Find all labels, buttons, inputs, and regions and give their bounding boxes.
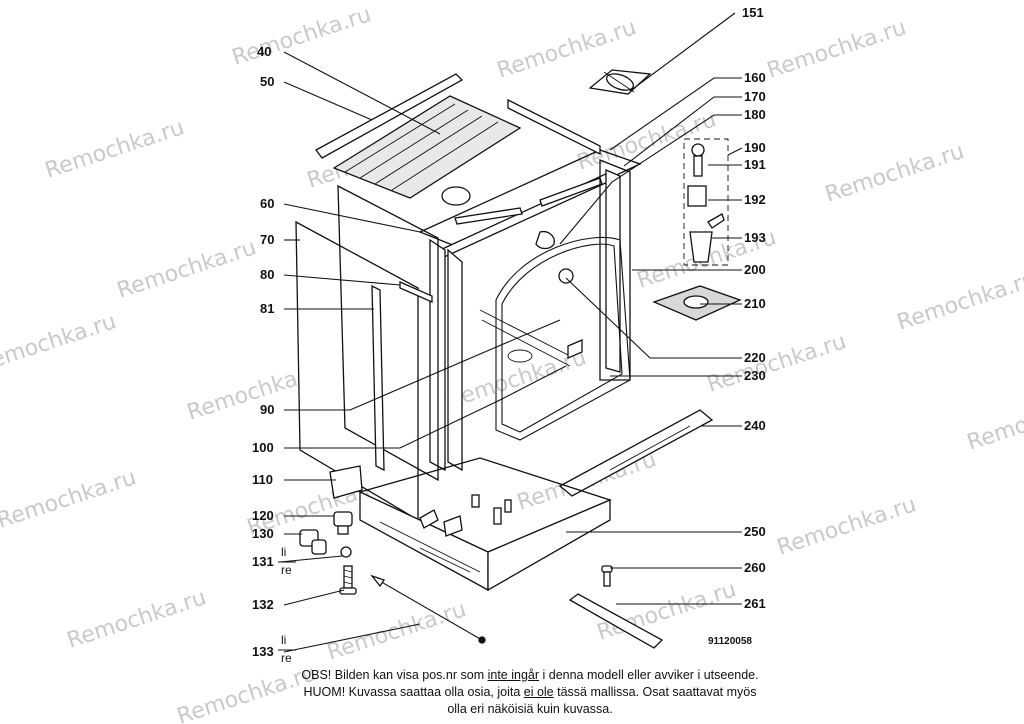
position-label: 131 <box>252 554 274 569</box>
position-label: 160 <box>744 70 766 85</box>
part-261-strip <box>568 593 664 649</box>
watermark: Remochka.ru <box>42 115 187 183</box>
position-label: 250 <box>744 524 766 539</box>
watermark: Remochka.ru <box>114 235 259 303</box>
note-text: i denna modell eller avviker i utseende. <box>539 668 759 682</box>
position-label: 70 <box>260 232 274 247</box>
position-label: 261 <box>744 596 766 611</box>
watermark: Remochka.ru <box>324 597 469 665</box>
watermark: Remochka.ru <box>64 585 209 653</box>
watermark: Remochka.ru <box>964 387 1024 455</box>
part-130-foot <box>299 529 327 555</box>
part-132-screw <box>339 565 357 595</box>
part-151-roll <box>588 69 652 95</box>
part-240-rail <box>558 409 714 497</box>
part-120-foot <box>333 511 353 535</box>
position-label: 240 <box>744 418 766 433</box>
position-label: 170 <box>744 89 766 104</box>
part-group-190 <box>683 138 729 266</box>
side-tag-left: li <box>281 633 286 647</box>
note-line-3: olla eri näköisiä kuin kuvassa. <box>447 702 613 716</box>
part-50-top-rail <box>315 73 464 159</box>
watermark: Remochka.ru <box>704 329 849 397</box>
part-40-insulation-mat <box>332 95 522 199</box>
position-label: 80 <box>260 267 274 282</box>
side-tag-left: li <box>281 545 286 559</box>
position-label: 191 <box>744 157 766 172</box>
position-label: 220 <box>744 350 766 365</box>
position-label: 230 <box>744 368 766 383</box>
part-260-screw <box>601 565 613 587</box>
side-tags: li re li re <box>278 545 296 665</box>
position-label: 192 <box>744 192 766 207</box>
position-label: 100 <box>252 440 274 455</box>
position-label: 110 <box>252 472 273 487</box>
part-81-strip <box>371 284 385 472</box>
part-133-rod <box>370 574 486 644</box>
position-labels: 151 40 50 160 170 180 190 191 192 193 20… <box>252 5 766 659</box>
side-tag-right: re <box>281 651 292 665</box>
watermark: Remochka.ru <box>229 2 374 70</box>
drawing-code: 91120058 <box>708 636 752 647</box>
note-text: tässä mallissa. Osat saattavat myös <box>553 685 757 699</box>
position-label: 60 <box>260 196 274 211</box>
part-210-filter-plate <box>652 285 742 321</box>
position-label: 40 <box>257 44 271 59</box>
watermark: Remochka.ru <box>774 492 919 560</box>
note-line-2: HUOM! Kuvassa saattaa olla osia, joita e… <box>270 684 790 701</box>
watermark: Remochka.ru <box>0 465 139 533</box>
part-110-bracket <box>329 465 363 499</box>
part-60-side-panel-inner <box>337 184 439 482</box>
watermark: Remochka.ru <box>894 267 1024 335</box>
note-line-1: OBS! Bilden kan visa pos.nr som inte ing… <box>270 667 790 684</box>
tub-and-seal <box>479 230 631 441</box>
position-label: 120 <box>252 508 274 523</box>
parts-drawing <box>295 69 742 649</box>
leader-lines <box>279 12 743 653</box>
position-label: 151 <box>742 5 764 20</box>
position-label: 193 <box>744 230 766 245</box>
position-label: 133 <box>252 644 274 659</box>
position-label: 130 <box>252 526 274 541</box>
position-label: 260 <box>744 560 766 575</box>
watermark: Remochka.ru <box>0 309 119 377</box>
part-80-strip <box>399 281 433 303</box>
position-label: 132 <box>252 597 274 612</box>
watermark: Remochka.ru <box>822 139 967 207</box>
side-tag-right: re <box>281 563 292 577</box>
part-131-nut <box>340 546 352 558</box>
disclaimer-note: OBS! Bilden kan visa pos.nr som inte ing… <box>270 667 790 718</box>
position-label: 190 <box>744 140 766 155</box>
note-underlined: inte ingår <box>487 668 540 682</box>
position-label: 200 <box>744 262 766 277</box>
note-text: HUOM! Kuvassa saattaa olla osia, joita <box>303 685 524 699</box>
position-label: 180 <box>744 107 766 122</box>
note-underlined: ei ole <box>523 685 554 699</box>
position-label: 210 <box>744 296 766 311</box>
note-text: OBS! Bilden kan visa pos.nr som <box>301 668 488 682</box>
part-250-base <box>358 457 612 592</box>
position-label: 90 <box>260 402 274 417</box>
position-label: 50 <box>260 74 274 89</box>
position-label: 81 <box>260 301 274 316</box>
watermark: Remochka.ru <box>764 15 909 83</box>
